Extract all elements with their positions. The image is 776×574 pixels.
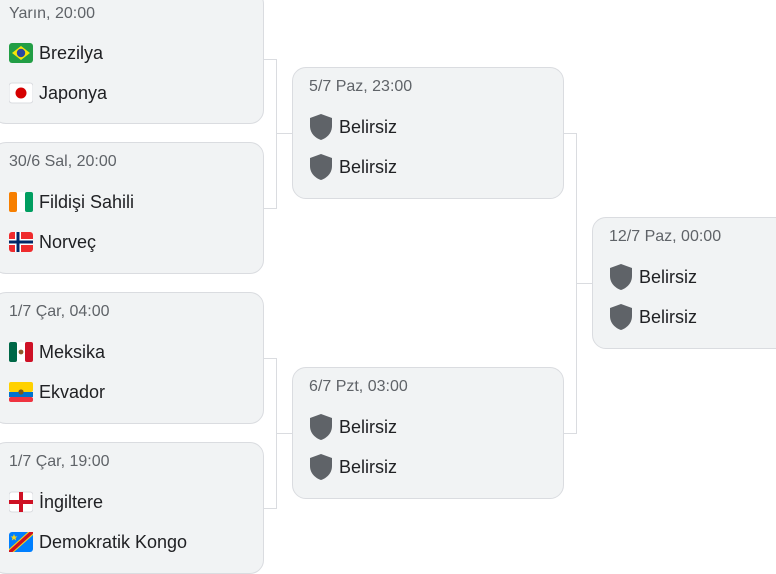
match-time: 12/7 Paz, 00:00 bbox=[609, 228, 722, 245]
team-name: Ekvador bbox=[39, 381, 106, 402]
team-row: İngiltere bbox=[9, 488, 103, 516]
match-time: 6/7 Pzt, 03:00 bbox=[309, 378, 408, 395]
brazil-flag bbox=[9, 43, 33, 63]
shield-icon bbox=[310, 154, 332, 180]
match-time: 1/7 Çar, 04:00 bbox=[9, 303, 110, 320]
bracket-connector bbox=[264, 208, 277, 209]
bracket-connector bbox=[276, 433, 292, 434]
team-row: Brezilya bbox=[9, 39, 103, 67]
team-name: Brezilya bbox=[39, 42, 104, 63]
match-card-ivory-coast-norway[interactable]: 30/6 Sal, 20:00 Fildişi Sahili Norveç bbox=[0, 142, 264, 274]
quarter-final-card-1[interactable]: 5/7 Paz, 23:00 Belirsiz Belirsiz bbox=[292, 67, 564, 199]
ivory-coast-flag bbox=[9, 192, 33, 212]
team-name: Belirsiz bbox=[339, 116, 398, 137]
quarter-final-card-2[interactable]: 6/7 Pzt, 03:00 Belirsiz Belirsiz bbox=[292, 367, 564, 499]
semi-final-card[interactable]: 12/7 Paz, 00:00 Belirsiz Belirsiz bbox=[592, 217, 776, 349]
shield-icon bbox=[310, 114, 332, 140]
bracket-connector bbox=[564, 133, 577, 134]
team-name: Norveç bbox=[39, 231, 97, 252]
mexico-flag bbox=[9, 342, 33, 362]
bracket-connector bbox=[276, 133, 292, 134]
team-name: Belirsiz bbox=[339, 416, 398, 437]
team-name: Belirsiz bbox=[639, 266, 698, 287]
team-row: Fildişi Sahili bbox=[9, 188, 134, 216]
team-row: Meksika bbox=[9, 338, 105, 366]
match-card-england-dr-congo[interactable]: 1/7 Çar, 19:00 İngiltere Demokratik Kong… bbox=[0, 442, 264, 574]
bracket-connector bbox=[264, 508, 277, 509]
team-name: Meksika bbox=[39, 341, 106, 362]
japan-flag bbox=[9, 82, 33, 104]
match-time: 30/6 Sal, 20:00 bbox=[9, 153, 117, 170]
match-time: 5/7 Paz, 23:00 bbox=[309, 78, 413, 95]
team-row: Belirsiz bbox=[309, 413, 397, 441]
match-time: Yarın, 20:00 bbox=[9, 5, 95, 22]
shield-icon bbox=[610, 304, 632, 330]
team-row: Belirsiz bbox=[609, 263, 697, 291]
team-row: Belirsiz bbox=[309, 453, 397, 481]
team-row: Belirsiz bbox=[609, 303, 697, 331]
team-row: Japonya bbox=[9, 79, 107, 107]
team-name: İngiltere bbox=[39, 491, 104, 512]
team-row: Belirsiz bbox=[309, 153, 397, 181]
team-row: Norveç bbox=[9, 228, 96, 256]
match-card-mexico-ecuador[interactable]: 1/7 Çar, 04:00 Meksika Ekvador bbox=[0, 292, 264, 424]
team-name: Japonya bbox=[39, 82, 108, 103]
ecuador-flag bbox=[9, 382, 33, 402]
team-name: Fildişi Sahili bbox=[39, 191, 135, 212]
team-row: Belirsiz bbox=[309, 113, 397, 141]
team-name: Belirsiz bbox=[339, 156, 398, 177]
shield-icon bbox=[310, 414, 332, 440]
shield-icon bbox=[610, 264, 632, 290]
match-time: 1/7 Çar, 19:00 bbox=[9, 453, 110, 470]
bracket-connector bbox=[564, 433, 577, 434]
team-name: Belirsiz bbox=[639, 306, 698, 327]
dr-congo-flag bbox=[9, 532, 33, 552]
team-name: Demokratik Kongo bbox=[39, 531, 188, 552]
team-row: Demokratik Kongo bbox=[9, 528, 187, 556]
team-row: Ekvador bbox=[9, 378, 105, 406]
bracket-connector bbox=[264, 59, 277, 60]
shield-icon bbox=[310, 454, 332, 480]
bracket-connector bbox=[276, 59, 277, 209]
team-name: Belirsiz bbox=[339, 456, 398, 477]
bracket-connector bbox=[264, 358, 277, 359]
norway-flag bbox=[9, 232, 33, 252]
england-flag bbox=[9, 491, 33, 513]
match-card-brazil-japan[interactable]: Yarın, 20:00 Brezilya Japonya bbox=[0, 0, 264, 124]
bracket-connector bbox=[576, 283, 592, 284]
